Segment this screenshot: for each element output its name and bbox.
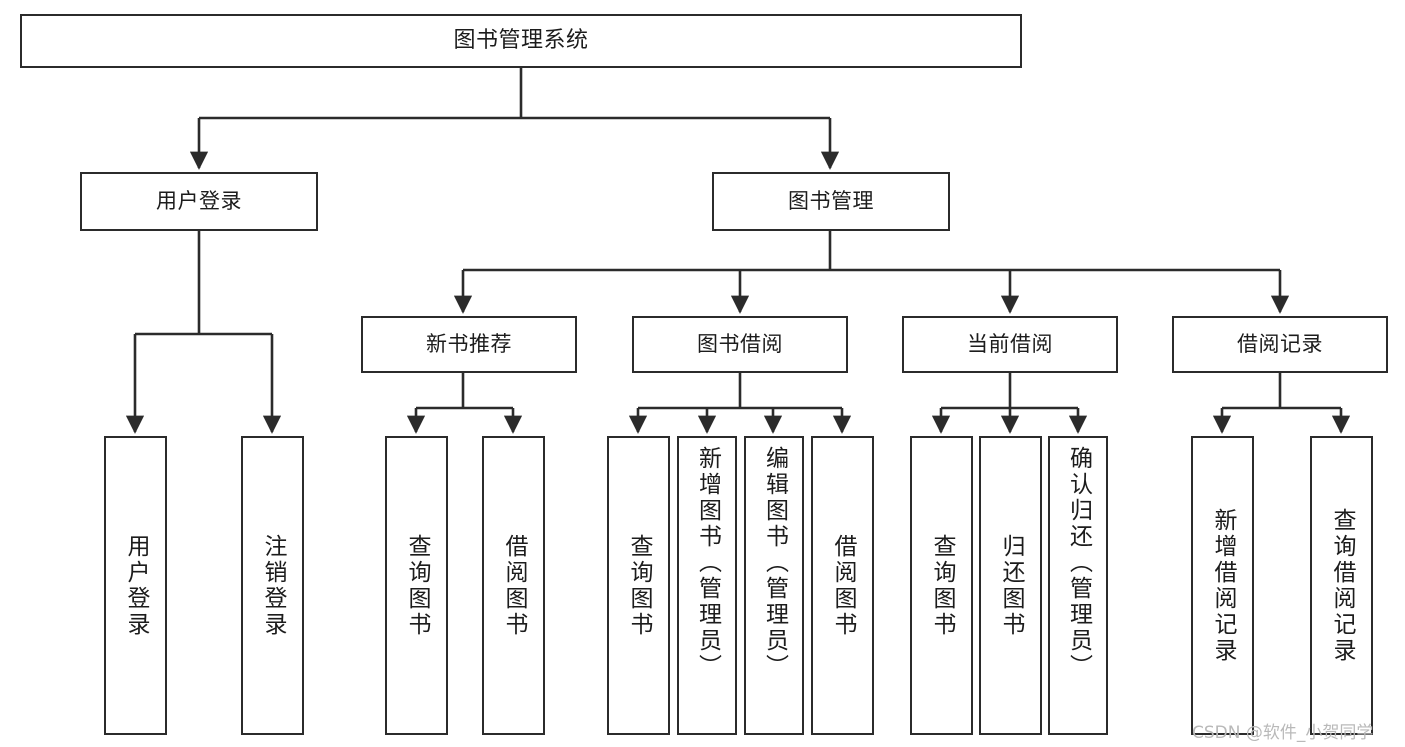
node-leaf-logout-label: 注销登录 bbox=[260, 533, 286, 638]
node-leaf-query-book-3[interactable]: 查询图书 bbox=[910, 436, 973, 735]
node-leaf-query-book-2-label: 查询图书 bbox=[626, 533, 652, 638]
node-leaf-query-book-1[interactable]: 查询图书 bbox=[385, 436, 448, 735]
node-current-borrow-label: 当前借阅 bbox=[967, 332, 1053, 357]
node-leaf-borrow-book-1[interactable]: 借阅图书 bbox=[482, 436, 545, 735]
node-book-borrow-label: 图书借阅 bbox=[697, 332, 783, 357]
node-leaf-query-book-3-label: 查询图书 bbox=[929, 533, 955, 638]
node-root-label: 图书管理系统 bbox=[453, 28, 589, 54]
node-borrow-record-label: 借阅记录 bbox=[1237, 332, 1323, 357]
node-book-management-label: 图书管理 bbox=[788, 189, 874, 214]
node-leaf-logout[interactable]: 注销登录 bbox=[241, 436, 304, 735]
node-leaf-confirm-return-label: 确认归还（管理员） bbox=[1065, 446, 1092, 680]
node-leaf-return-book-label: 归还图书 bbox=[998, 533, 1024, 638]
node-leaf-add-record-label: 新增借阅记录 bbox=[1210, 507, 1236, 664]
node-leaf-user-login[interactable]: 用户登录 bbox=[104, 436, 167, 735]
node-leaf-edit-book[interactable]: 编辑图书（管理员） bbox=[744, 436, 804, 735]
node-leaf-user-login-label: 用户登录 bbox=[123, 533, 149, 638]
node-leaf-query-record-label: 查询借阅记录 bbox=[1329, 507, 1355, 664]
node-leaf-query-book-2[interactable]: 查询图书 bbox=[607, 436, 670, 735]
node-leaf-query-book-1-label: 查询图书 bbox=[404, 533, 430, 638]
node-new-book-recommend[interactable]: 新书推荐 bbox=[361, 316, 577, 373]
node-leaf-add-book-label: 新增图书（管理员） bbox=[694, 446, 721, 680]
node-new-book-recommend-label: 新书推荐 bbox=[426, 332, 512, 357]
node-borrow-record[interactable]: 借阅记录 bbox=[1172, 316, 1388, 373]
node-book-management[interactable]: 图书管理 bbox=[712, 172, 950, 231]
node-leaf-borrow-book-2-label: 借阅图书 bbox=[830, 533, 856, 638]
node-book-borrow[interactable]: 图书借阅 bbox=[632, 316, 848, 373]
node-leaf-edit-book-label: 编辑图书（管理员） bbox=[761, 446, 788, 680]
csdn-watermark: CSDN @软件_小贺同学 bbox=[1192, 723, 1374, 743]
node-leaf-borrow-book-2[interactable]: 借阅图书 bbox=[811, 436, 874, 735]
node-user-login-label: 用户登录 bbox=[156, 189, 242, 214]
node-leaf-add-record[interactable]: 新增借阅记录 bbox=[1191, 436, 1254, 735]
node-leaf-query-record[interactable]: 查询借阅记录 bbox=[1310, 436, 1373, 735]
node-current-borrow[interactable]: 当前借阅 bbox=[902, 316, 1118, 373]
node-leaf-confirm-return[interactable]: 确认归还（管理员） bbox=[1048, 436, 1108, 735]
node-user-login[interactable]: 用户登录 bbox=[80, 172, 318, 231]
node-leaf-add-book[interactable]: 新增图书（管理员） bbox=[677, 436, 737, 735]
node-root[interactable]: 图书管理系统 bbox=[20, 14, 1022, 68]
node-leaf-borrow-book-1-label: 借阅图书 bbox=[501, 533, 527, 638]
node-leaf-return-book[interactable]: 归还图书 bbox=[979, 436, 1042, 735]
